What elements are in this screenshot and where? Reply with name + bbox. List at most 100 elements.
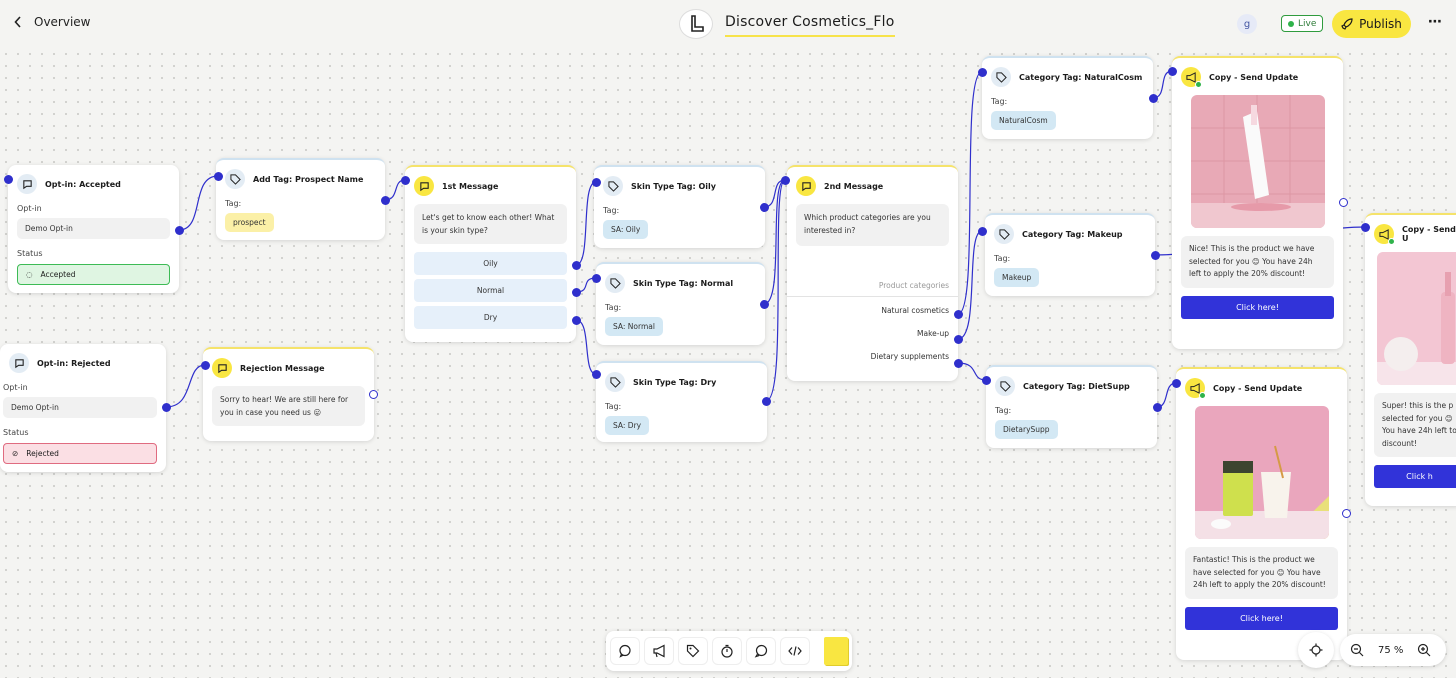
optin-value: Demo Opt-in [17, 218, 170, 239]
copy-send-update-node-1[interactable]: Copy - Send Update Nice! This is the pro… [1172, 56, 1343, 349]
input-port[interactable] [592, 370, 601, 379]
sticky-note-icon[interactable] [824, 637, 848, 665]
option-makeup[interactable]: Make-up [917, 329, 949, 338]
input-port[interactable] [1172, 379, 1181, 388]
output-port[interactable] [954, 310, 963, 319]
chat-icon [9, 353, 29, 373]
chat-check-icon: ◌ [26, 270, 33, 279]
copy-send-update-node-3[interactable]: Copy - Send U Super! this is the p selec… [1365, 213, 1456, 506]
skin-oily-node[interactable]: Skin Type Tag: Oily Tag: SA: Oily [594, 165, 765, 248]
optin-accepted-node[interactable]: Opt-in: Accepted Opt-in Demo Opt-in Stat… [8, 165, 179, 293]
code-icon [788, 646, 802, 656]
option-oily[interactable]: Oily [414, 252, 567, 275]
output-port[interactable] [381, 196, 390, 205]
option-dry[interactable]: Dry [414, 306, 567, 329]
output-port-empty[interactable] [369, 390, 378, 399]
tag-icon [995, 376, 1015, 396]
category-makeup-node[interactable]: Category Tag: Makeup Tag: Makeup [985, 213, 1155, 296]
node-title: Skin Type Tag: Oily [631, 181, 716, 191]
add-broadcast-button[interactable] [644, 637, 674, 665]
node-title: 1st Message [442, 181, 499, 191]
input-port[interactable] [214, 172, 223, 181]
option-dietary-supplements[interactable]: Dietary supplements [870, 352, 949, 361]
add-tag-button[interactable] [678, 637, 708, 665]
first-message-node[interactable]: 1st Message Let's get to know each other… [405, 165, 576, 342]
option-normal[interactable]: Normal [414, 279, 567, 302]
user-avatar[interactable]: g [1237, 14, 1257, 34]
message-icon [796, 176, 816, 196]
input-port[interactable] [1168, 67, 1177, 76]
add-condition-button[interactable] [746, 637, 776, 665]
input-port[interactable] [982, 376, 991, 385]
click-here-button[interactable]: Click here! [1181, 295, 1334, 319]
node-title: Category Tag: NaturalCosm [1019, 72, 1143, 82]
output-port[interactable] [572, 261, 581, 270]
category-diet-node[interactable]: Category Tag: DietSupp Tag: DietarySupp [986, 365, 1157, 448]
output-port[interactable] [572, 288, 581, 297]
output-port[interactable] [175, 226, 184, 235]
second-message-node[interactable]: 2nd Message Which product categories are… [787, 165, 958, 381]
tag-pill: prospect [225, 213, 274, 232]
input-port[interactable] [401, 176, 410, 185]
product-image [1377, 252, 1456, 385]
output-port[interactable] [572, 316, 581, 325]
input-port[interactable] [978, 68, 987, 77]
input-port[interactable] [592, 274, 601, 283]
output-port[interactable] [1153, 403, 1162, 412]
click-here-button[interactable]: Click h [1374, 465, 1456, 488]
output-port[interactable] [1151, 251, 1160, 260]
category-natural-node[interactable]: Category Tag: NaturalCosm Tag: NaturalCo… [982, 56, 1153, 139]
flow-title[interactable]: Discover Cosmetics_Flo [725, 14, 895, 37]
input-port[interactable] [4, 175, 13, 184]
output-port[interactable] [954, 359, 963, 368]
output-port[interactable] [760, 300, 769, 309]
publish-button[interactable]: Publish [1332, 10, 1411, 38]
more-options-icon[interactable]: ⋯ [1428, 14, 1443, 30]
input-port[interactable] [1361, 223, 1370, 232]
message-bubble: Sorry to hear! We are still here for you… [212, 386, 365, 426]
tag-label: Tag: [994, 254, 1011, 263]
output-port[interactable] [762, 397, 771, 406]
zoom-in-button[interactable] [1408, 634, 1440, 666]
zoom-out-icon [1350, 643, 1364, 657]
zoom-out-button[interactable] [1341, 634, 1373, 666]
output-port[interactable] [162, 403, 171, 412]
input-port[interactable] [201, 361, 210, 370]
message-icon [414, 176, 434, 196]
output-port-empty[interactable] [1339, 198, 1348, 207]
click-here-button[interactable]: Click here! [1185, 606, 1338, 630]
output-port[interactable] [1149, 94, 1158, 103]
tag-pill: NaturalCosm [991, 111, 1056, 130]
output-port-empty[interactable] [1342, 509, 1351, 518]
input-port[interactable] [592, 178, 601, 187]
node-title: Skin Type Tag: Dry [633, 377, 717, 387]
copy-send-update-node-2[interactable]: Copy - Send Update Fantastic! This is th… [1176, 367, 1347, 660]
rejection-message-node[interactable]: Rejection Message Sorry to hear! We are … [203, 347, 374, 441]
add-message-button[interactable] [610, 637, 640, 665]
tag-label: Tag: [605, 402, 622, 411]
app-logo-icon [679, 9, 713, 39]
tag-icon [603, 176, 623, 196]
tag-pill: SA: Dry [605, 416, 650, 435]
tag-label: Tag: [991, 97, 1008, 106]
tag-pill: SA: Normal [605, 317, 663, 336]
option-natural-cosmetics[interactable]: Natural cosmetics [881, 306, 949, 315]
add-code-button[interactable] [780, 637, 810, 665]
message-bubble: Nice! This is the product we have select… [1181, 236, 1334, 288]
output-port[interactable] [760, 203, 769, 212]
input-port[interactable] [978, 227, 987, 236]
status-value: Accepted [40, 270, 76, 279]
tag-icon [225, 169, 245, 189]
zoom-controls: 75 % [1296, 630, 1446, 670]
active-status-dot [1195, 81, 1202, 88]
tag-icon [994, 224, 1014, 244]
optin-rejected-node[interactable]: Opt-in: Rejected Opt-in Demo Opt-in Stat… [0, 344, 166, 472]
output-port[interactable] [954, 335, 963, 344]
skin-dry-node[interactable]: Skin Type Tag: Dry Tag: SA: Dry [596, 361, 767, 442]
back-button[interactable]: Overview [14, 15, 91, 29]
add-tag-node[interactable]: Add Tag: Prospect Name Tag: prospect [216, 158, 385, 240]
add-delay-button[interactable] [712, 637, 742, 665]
input-port[interactable] [781, 176, 790, 185]
recenter-button[interactable] [1298, 632, 1334, 668]
skin-normal-node[interactable]: Skin Type Tag: Normal Tag: SA: Normal [596, 262, 765, 345]
